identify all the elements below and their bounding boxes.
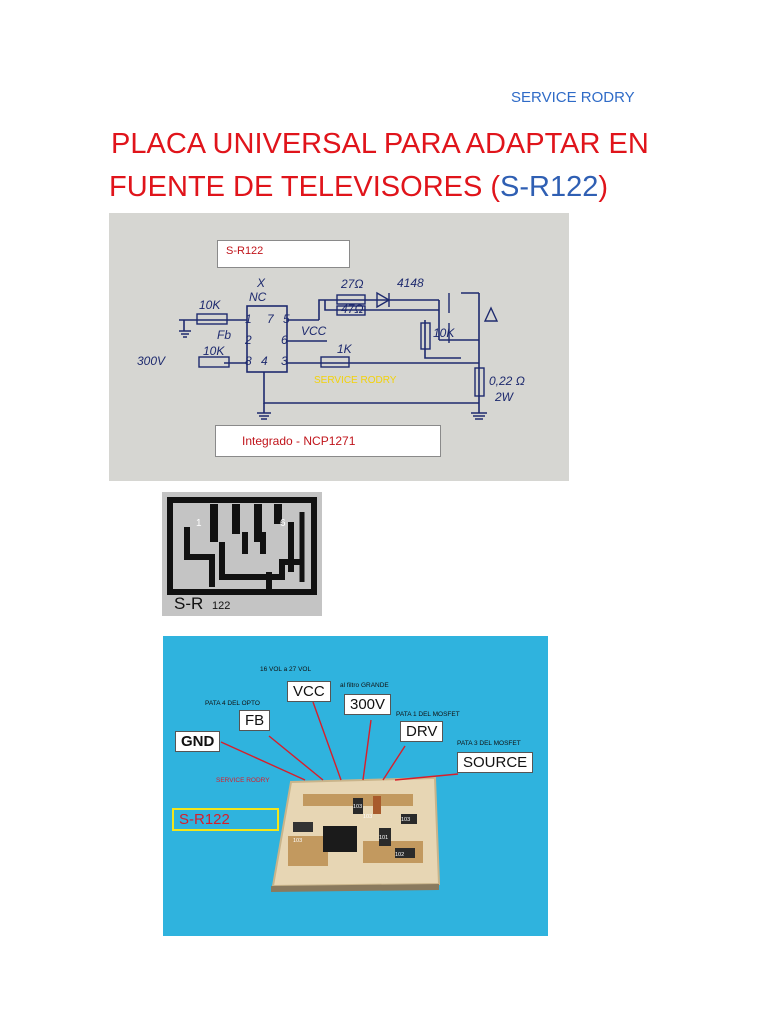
300v-label: 300V <box>137 354 166 368</box>
schematic-ic-box: Integrado - NCP1271 <box>215 425 441 457</box>
note-opto: PATA 4 DEL OPTO <box>205 700 260 707</box>
diode-4148-label: 4148 <box>397 276 424 290</box>
title-line-2: FUENTE DE TELEVISORES (S-R122) <box>109 166 711 209</box>
callout-code: S-R122 <box>172 808 279 831</box>
note-mosfet-1: PATA 1 DEL MOSFET <box>396 711 460 718</box>
pin-3-label: 3 <box>281 354 288 368</box>
pin-6-label: 6 <box>281 333 288 347</box>
callout-source: SOURCE <box>457 752 534 773</box>
pin-5-label: 5 <box>283 312 290 326</box>
author-header: SERVICE RODRY <box>511 89 635 106</box>
title-code-rest: -R122 <box>519 171 599 203</box>
x-mark: X <box>256 276 266 290</box>
smd-code-2: 103 <box>401 817 410 823</box>
board-photo-drawing: 103 103 103 102 101 103 <box>163 636 548 936</box>
pin-7-label: 7 <box>267 312 275 326</box>
note-credit: SERVICE RODRY <box>216 777 270 784</box>
resistor-1k-label: 1K <box>337 342 353 356</box>
resistor-10k-2-label: 10K <box>203 344 225 358</box>
smd-code-4: 102 <box>395 852 404 858</box>
pcb-code-sub: 122 <box>212 600 230 612</box>
board-photo-figure: 103 103 103 102 101 103 16 VOL a 27 VOL … <box>163 636 548 936</box>
note-vcc-range: 16 VOL a 27 VOL <box>260 666 312 673</box>
fb-label: Fb <box>217 328 231 342</box>
pcb-pin-1: 1 <box>196 518 202 529</box>
title-line-1: PLACA UNIVERSAL PARA ADAPTAR EN <box>111 128 649 160</box>
schematic-drawing: 1 7 5 2 6 8 4 3 10K NC X Fb VCC 300V 10K… <box>137 276 525 420</box>
pin-4-label: 4 <box>261 354 268 368</box>
resistor-10k-label: 10K <box>199 298 221 312</box>
resistor-2w-label: 2W <box>494 390 515 404</box>
callout-fb: FB <box>239 710 271 731</box>
title-code-s: S <box>500 171 520 203</box>
resistor-27-label: 27Ω <box>340 277 363 291</box>
resistor-022-label: 0,22 Ω <box>489 374 525 388</box>
pcb-pin-6: 6 <box>280 518 286 529</box>
pcb-layout-drawing: 1 6 S-R 122 <box>162 492 322 616</box>
title-suffix: ) <box>598 171 609 203</box>
smd-code-1: 103 <box>293 838 302 844</box>
document-title: PLACA UNIVERSAL PARA ADAPTAR EN FUENTE D… <box>109 123 711 209</box>
vcc-label: VCC <box>301 324 327 338</box>
smd-code-3: 103 <box>353 804 362 810</box>
resistor-47-label: 47Ω <box>341 302 363 316</box>
note-filter: al filtro GRANDE <box>340 682 389 689</box>
pcb-layout-figure: 1 6 S-R 122 <box>162 492 322 616</box>
nc-label: NC <box>249 290 267 304</box>
note-mosfet-3: PATA 3 DEL MOSFET <box>457 740 521 747</box>
pcb-code: S-R <box>174 594 203 613</box>
smd-code-5: 101 <box>379 835 388 841</box>
callout-vcc: VCC <box>287 681 331 702</box>
title-line-2-text: FUENTE DE TELEVISORES ( <box>109 171 501 203</box>
pin-8-label: 8 <box>245 354 252 368</box>
schematic-code-box: S-R122 <box>217 240 350 268</box>
pin-1-label: 1 <box>245 312 252 326</box>
callout-drv: DRV <box>400 721 444 742</box>
schematic-figure: 1 7 5 2 6 8 4 3 10K NC X Fb VCC 300V 10K… <box>109 213 569 481</box>
pin-2-label: 2 <box>244 333 252 347</box>
smd-code-6: 103 <box>363 814 372 820</box>
schematic-watermark: SERVICE RODRY <box>314 375 397 386</box>
callout-300v: 300V <box>344 694 392 715</box>
resistor-10k-3-label: 10K <box>433 326 455 340</box>
callout-gnd: GND <box>175 731 221 752</box>
